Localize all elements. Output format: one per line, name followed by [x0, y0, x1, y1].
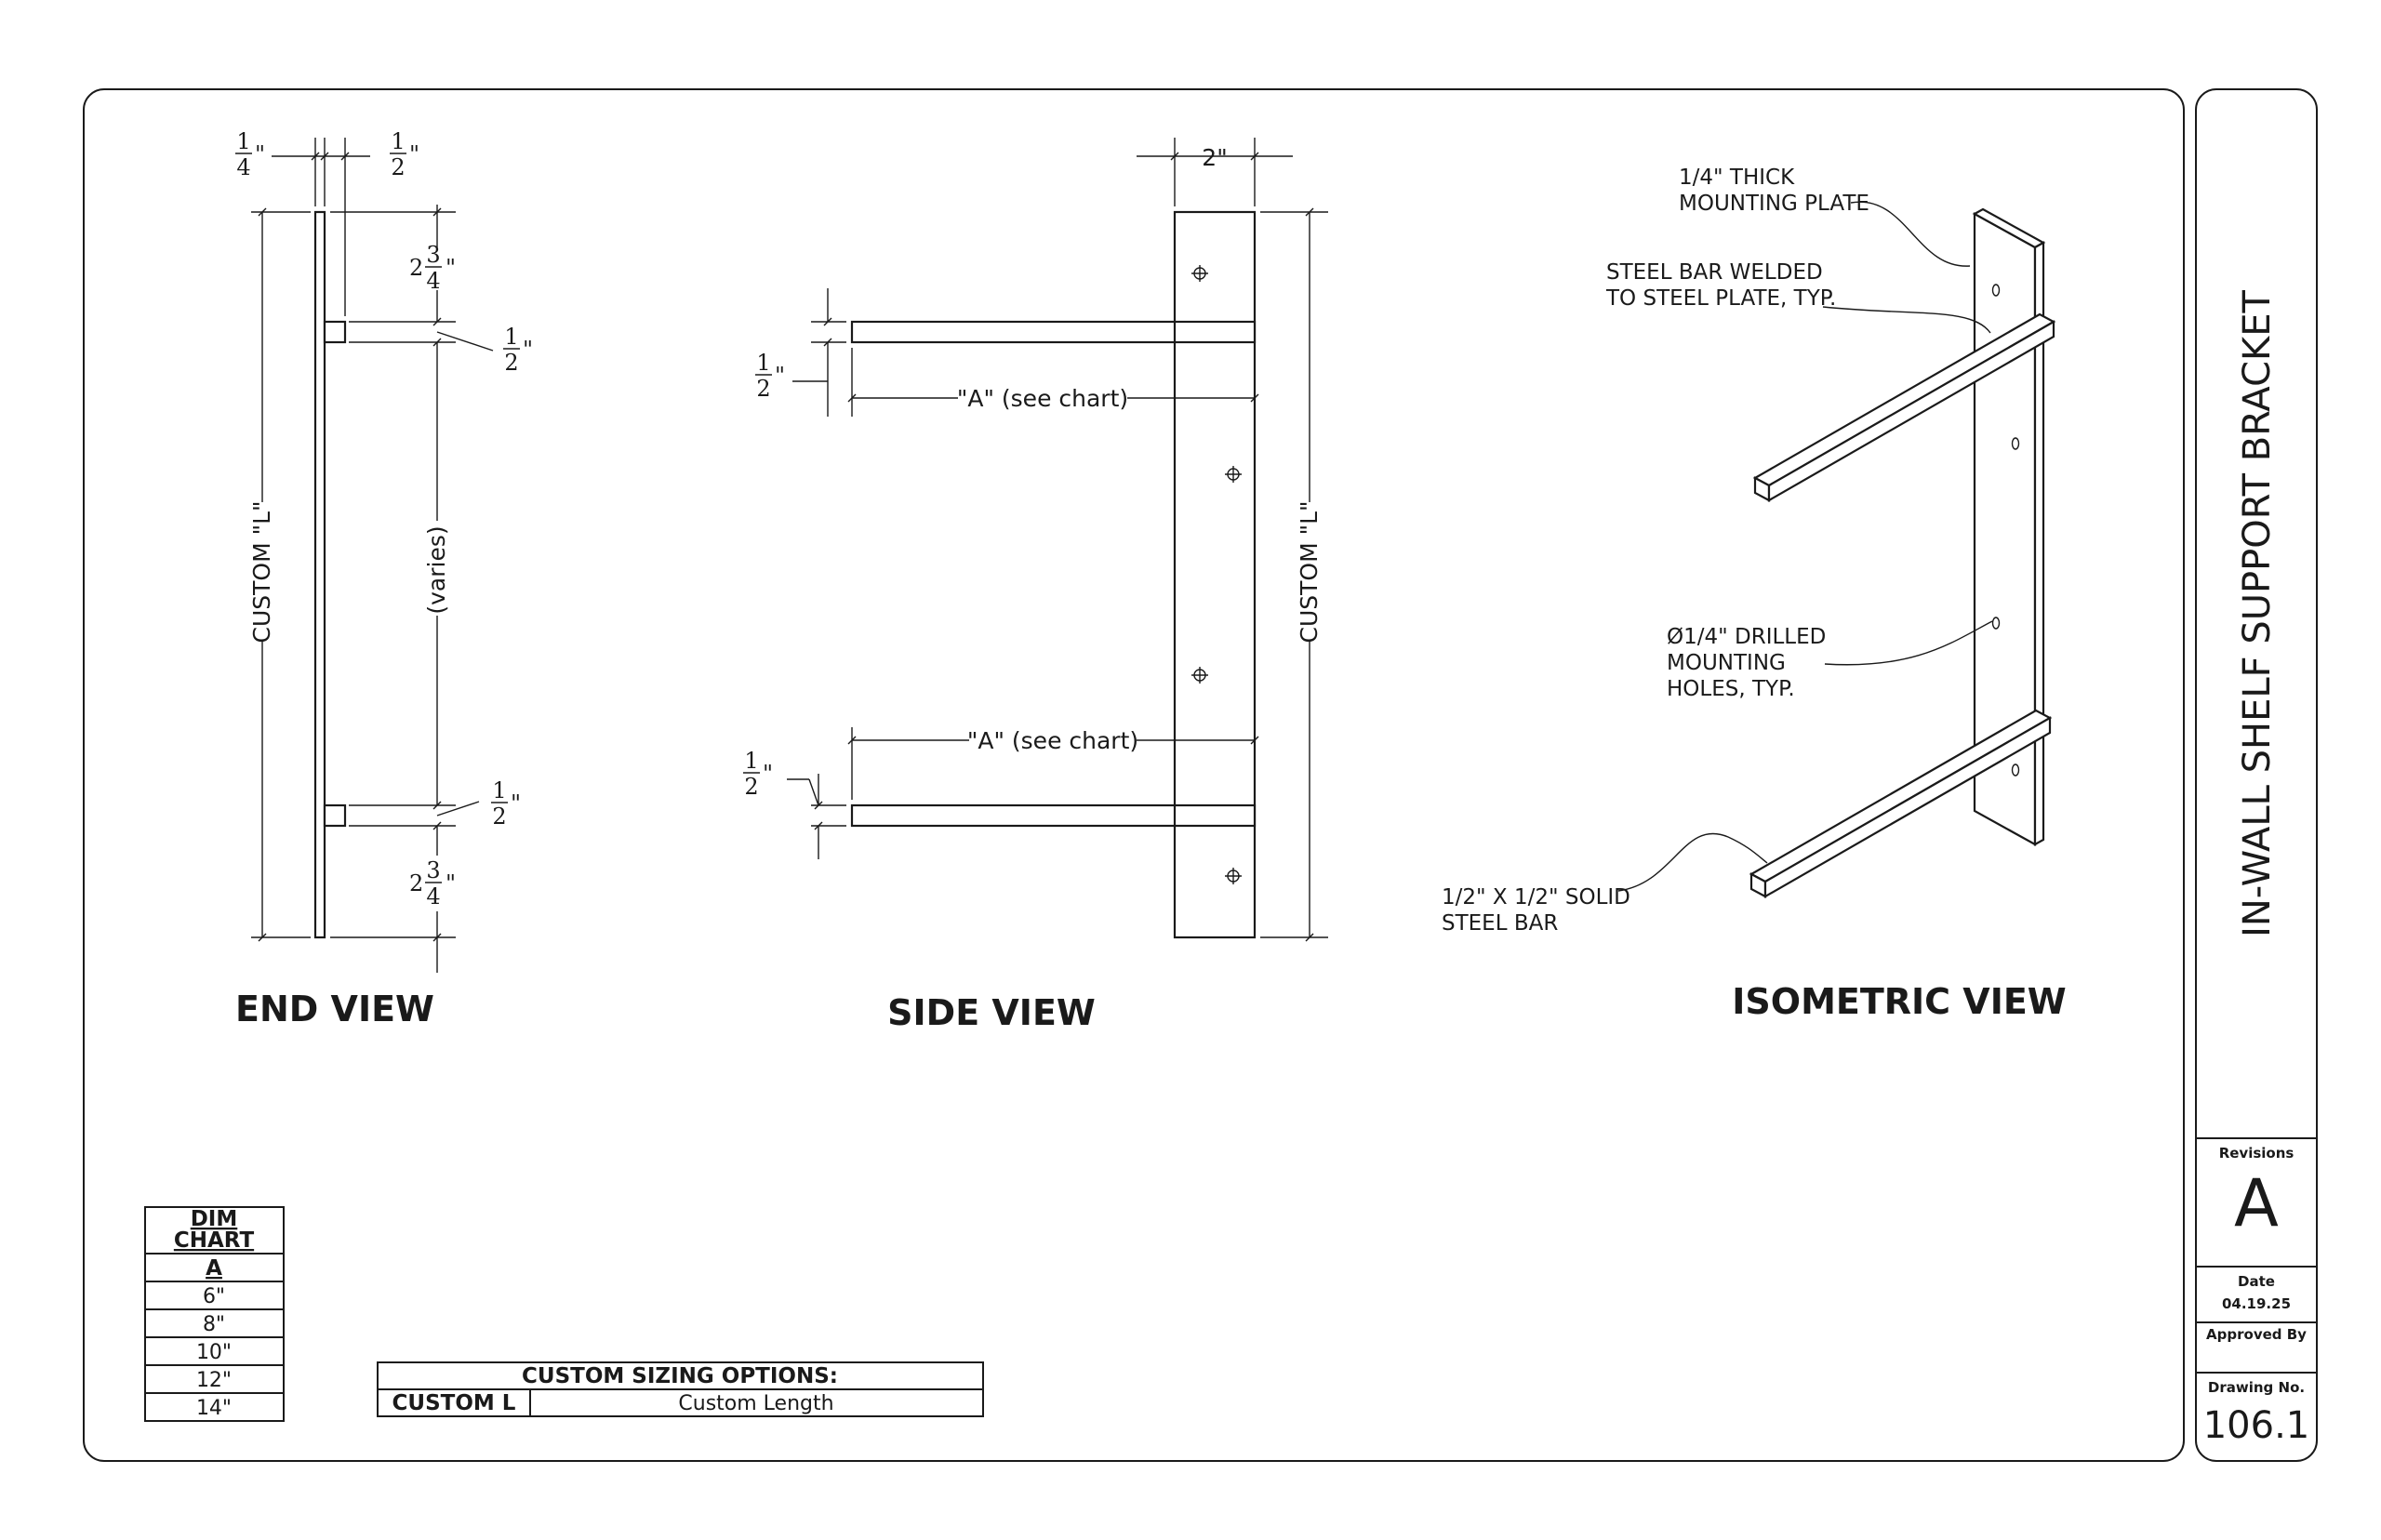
iso-note-holes-2: MOUNTING	[1667, 651, 1786, 675]
end-view-bar-bottom	[323, 803, 347, 828]
dim-chart-header-2: CHART	[174, 1228, 255, 1253]
svg-text:2: 2	[756, 376, 770, 402]
drawing-border	[83, 88, 2185, 1462]
iso-note-weld-2: TO STEEL PLATE, TYP.	[1605, 286, 1836, 311]
isometric-view: 1/4" THICK MOUNTING PLATE STEEL BAR WELD…	[1442, 166, 2067, 1022]
end-view-length-label: CUSTOM "L"	[248, 500, 275, 643]
svg-text:1: 1	[504, 324, 518, 350]
date-label: Date	[2238, 1273, 2275, 1290]
side-view-a-bottom-label: "A" (see chart)	[967, 727, 1138, 754]
dim-chart-column: A	[206, 1256, 222, 1281]
svg-text:1: 1	[744, 748, 758, 774]
svg-text:3: 3	[426, 857, 440, 883]
approved-by-label: Approved By	[2206, 1326, 2307, 1343]
svg-text:": "	[775, 363, 785, 389]
custom-sizing-title: CUSTOM SIZING OPTIONS:	[522, 1364, 838, 1388]
dim-chart-cell: 8"	[203, 1313, 225, 1336]
svg-text:": "	[409, 141, 419, 167]
drawing-title: IN-WALL SHELF SUPPORT BRACKET	[2236, 290, 2279, 937]
revision-value: A	[2234, 1165, 2279, 1241]
side-view-bar-top	[850, 320, 1257, 344]
custom-sizing-table: CUSTOM SIZING OPTIONS: CUSTOM L Custom L…	[377, 1361, 984, 1417]
svg-text:1: 1	[236, 128, 250, 154]
svg-text:1: 1	[391, 128, 405, 154]
title-block-border	[2195, 88, 2318, 1462]
svg-text:": "	[446, 870, 456, 896]
iso-note-holes-1: Ø1/4" DRILLED	[1667, 625, 1826, 649]
dim-chart-cell: 14"	[196, 1397, 232, 1420]
svg-text:3: 3	[426, 242, 440, 268]
side-view-width-label: 2"	[1202, 144, 1227, 171]
svg-text:1: 1	[756, 350, 770, 376]
end-view-title: END VIEW	[235, 989, 434, 1029]
side-view: 2" CUSTOM "L" 1 2 " "A" (see chart)	[743, 138, 1328, 1033]
svg-text:": "	[763, 761, 773, 787]
side-view-holes	[1191, 265, 1242, 884]
dim-chart-cell: 10"	[196, 1341, 232, 1364]
svg-text:2: 2	[409, 255, 423, 281]
svg-text:2: 2	[492, 803, 506, 830]
svg-text:": "	[511, 790, 521, 816]
svg-text:2: 2	[504, 350, 518, 376]
iso-note-plate-1: 1/4" THICK	[1679, 166, 1795, 190]
dim-chart-cell: 12"	[196, 1369, 232, 1392]
side-view-length-label: CUSTOM "L"	[1296, 500, 1323, 643]
revisions-label: Revisions	[2219, 1145, 2295, 1162]
svg-text:4: 4	[426, 268, 440, 294]
side-view-title: SIDE VIEW	[887, 992, 1096, 1033]
svg-text:4: 4	[236, 154, 250, 180]
iso-note-bar-2: STEEL BAR	[1442, 911, 1558, 936]
svg-text:2: 2	[391, 154, 405, 180]
svg-text:": "	[255, 141, 265, 167]
dim-chart-cell: 6"	[203, 1285, 225, 1308]
iso-note-bar-1: 1/2" X 1/2" SOLID	[1442, 885, 1630, 909]
iso-note-plate-2: MOUNTING PLATE	[1679, 192, 1869, 216]
end-view-plate	[313, 210, 326, 939]
iso-note-weld-1: STEEL BAR WELDED	[1606, 260, 1823, 285]
date-value: 04.19.25	[2222, 1295, 2291, 1312]
isometric-view-title: ISOMETRIC VIEW	[1732, 981, 2066, 1022]
svg-text:": "	[446, 255, 456, 281]
end-view-middle-label: (varies)	[423, 525, 450, 614]
custom-sizing-code: CUSTOM L	[392, 1391, 516, 1415]
side-view-bar-bottom	[850, 803, 1257, 828]
drawing-no-value: 106.1	[2203, 1404, 2310, 1447]
dim-chart-table: DIM CHART A 6" 8" 10" 12" 14"	[144, 1206, 285, 1422]
dim-chart-header-1: DIM	[191, 1207, 238, 1231]
end-view: 1 4 " 1 2 " CUSTOM "L" (v	[235, 128, 533, 1029]
title-block: IN-WALL SHELF SUPPORT BRACKET Revisions …	[2203, 290, 2310, 1447]
svg-text:4: 4	[426, 883, 440, 909]
svg-text:": "	[523, 337, 533, 363]
custom-sizing-description: Custom Length	[678, 1392, 833, 1415]
svg-text:2: 2	[409, 870, 423, 896]
iso-note-holes-3: HOLES, TYP.	[1667, 677, 1795, 701]
end-view-bar-top	[323, 320, 347, 344]
drawing-no-label: Drawing No.	[2208, 1379, 2305, 1396]
svg-text:1: 1	[492, 777, 506, 803]
svg-text:2: 2	[744, 774, 758, 800]
side-view-a-top-label: "A" (see chart)	[957, 385, 1128, 412]
